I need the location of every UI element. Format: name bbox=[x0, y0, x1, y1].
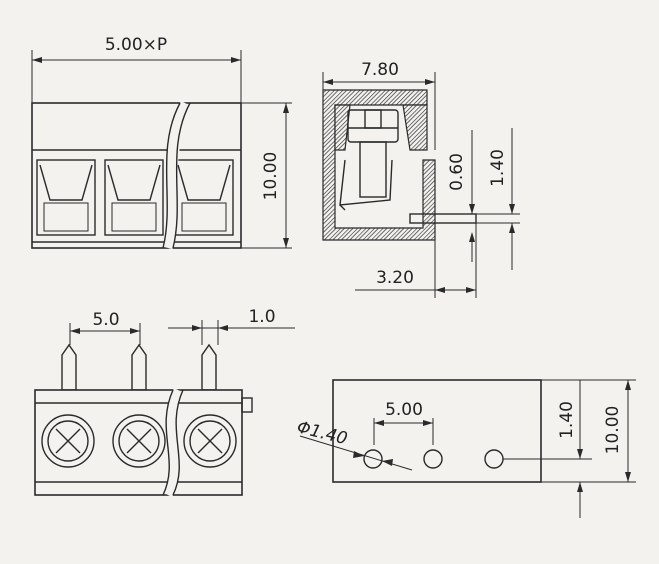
dim-hole-pitch-label: 5.00 bbox=[385, 400, 423, 420]
dim-front-height: 10.00 bbox=[241, 102, 292, 249]
front-cavity bbox=[104, 159, 164, 236]
dim-pitch-width-label: 5.00×P bbox=[105, 35, 167, 55]
dim-pitch-width: 5.00×P bbox=[31, 35, 242, 103]
dim-bottom-height: 10.00 bbox=[541, 379, 636, 483]
dim-pin-diameter-label: 1.0 bbox=[248, 307, 275, 327]
side-screw bbox=[339, 109, 399, 211]
side-pin bbox=[409, 213, 477, 224]
pin bbox=[61, 343, 77, 391]
pin bbox=[131, 343, 147, 391]
dim-side-pin-length-label: 1.40 bbox=[488, 149, 508, 187]
dim-pin-pitch: 5.0 bbox=[69, 310, 141, 345]
footprint-view: 5.00 Φ1.40 1.40 bbox=[295, 379, 636, 518]
dim-side-pin-position: 3.20 bbox=[355, 223, 477, 298]
screw-head bbox=[183, 414, 237, 468]
dim-side-width: 7.80 bbox=[322, 60, 436, 150]
front-cavity bbox=[36, 159, 96, 236]
dim-side-pin-offset: 0.60 bbox=[447, 130, 475, 262]
dim-side-width-label: 7.80 bbox=[361, 60, 399, 80]
mounting-hole bbox=[423, 449, 443, 469]
dim-hole-pitch: 5.00 bbox=[373, 400, 434, 445]
screw-head bbox=[41, 414, 95, 468]
front-view: 5.00×P bbox=[31, 35, 292, 250]
dim-pin-diameter: 1.0 bbox=[168, 307, 295, 345]
mounting-hole bbox=[363, 449, 383, 469]
dim-side-pin-position-label: 3.20 bbox=[376, 268, 414, 288]
dim-hole-row-offset-label: 1.40 bbox=[557, 401, 577, 439]
dim-side-pin-offset-label: 0.60 bbox=[447, 153, 467, 191]
pin bbox=[201, 343, 217, 391]
dim-front-height-label: 10.00 bbox=[261, 152, 281, 201]
dim-side-pin-length: 1.40 bbox=[476, 128, 520, 270]
dim-hole-row-offset: 1.40 bbox=[503, 380, 592, 518]
side-view: 7.80 0.60 bbox=[322, 60, 520, 298]
dim-pin-pitch-label: 5.0 bbox=[92, 310, 119, 330]
screw-head bbox=[112, 414, 166, 468]
dim-bottom-height-label: 10.00 bbox=[603, 406, 623, 455]
footprint-body bbox=[332, 379, 542, 483]
pin-view: 5.0 1.0 bbox=[34, 307, 295, 497]
front-body bbox=[31, 102, 242, 249]
